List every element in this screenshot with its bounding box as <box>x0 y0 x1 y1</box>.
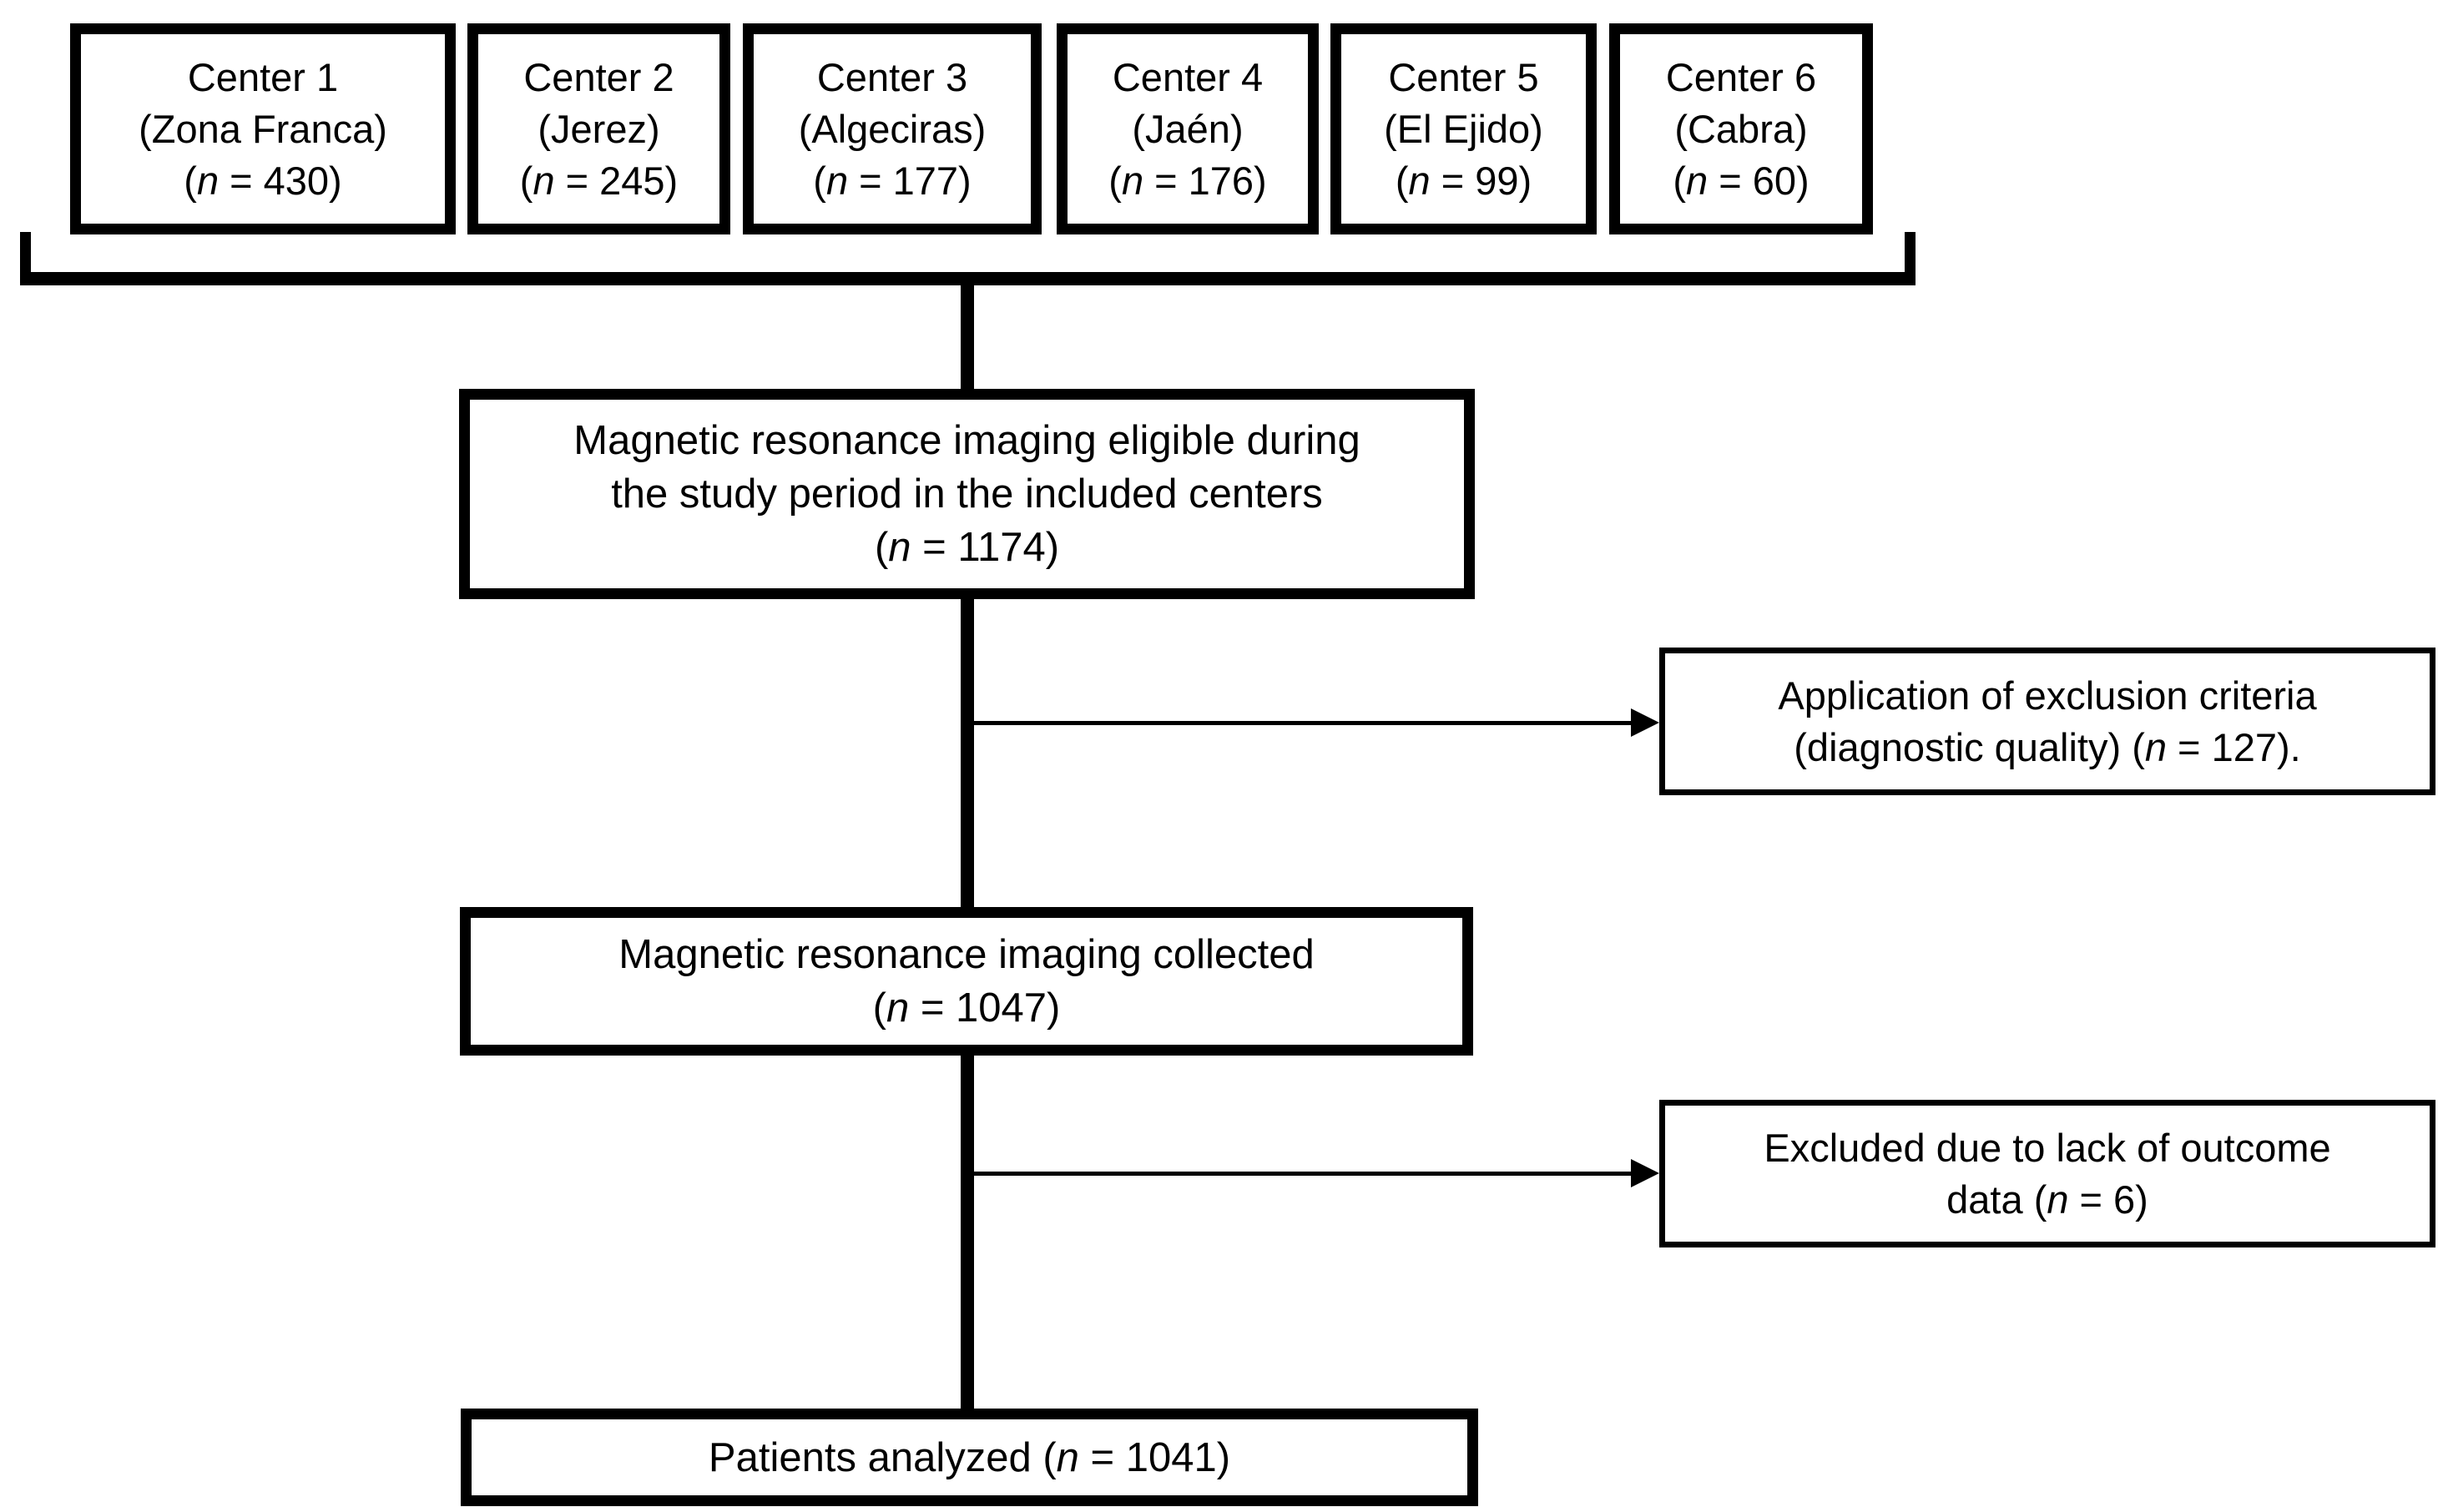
n-suffix: = 99) <box>1430 158 1532 203</box>
spine-segment-2 <box>961 596 974 909</box>
collected-line-1: Magnetic resonance imaging collected <box>618 932 1315 977</box>
n-italic: n <box>1056 1434 1079 1480</box>
spine-segment-3 <box>961 1051 974 1410</box>
n-italic: n <box>196 158 220 203</box>
analyzed-box: Patients analyzed (n = 1041) <box>461 1409 1478 1506</box>
center-2-title: Center 2 <box>523 54 674 99</box>
center-4-title: Center 4 <box>1112 54 1264 99</box>
n-italic: n <box>2047 1177 2069 1222</box>
center-4-location: (Jaén) <box>1132 106 1244 151</box>
arrow-line-to-exclusion-2 <box>974 1172 1633 1176</box>
center-4-n: (n = 176) <box>1108 155 1266 207</box>
n-prefix: ( <box>874 525 889 570</box>
eligible-box: Magnetic resonance imaging eligible duri… <box>459 389 1475 599</box>
center-1-n: (n = 430) <box>184 155 341 207</box>
exclusion-2-line-1: Excluded due to lack of outcome <box>1764 1125 2331 1170</box>
n-suffix: = 1174) <box>911 525 1060 570</box>
line2-prefix: data ( <box>1946 1177 2047 1222</box>
arrowhead-exclusion-1 <box>1631 708 1659 737</box>
center-3-box: Center 3 (Algeciras) (n = 177) <box>743 23 1042 234</box>
center-6-n: (n = 60) <box>1673 155 1809 207</box>
center-3-title: Center 3 <box>816 54 968 99</box>
n-prefix: ( <box>872 985 886 1031</box>
center-4-box: Center 4 (Jaén) (n = 176) <box>1057 23 1319 234</box>
n-italic: n <box>533 158 555 203</box>
n-suffix: = 177) <box>848 158 972 203</box>
bracket-left-upturn <box>20 232 31 285</box>
n-prefix: ( <box>184 158 197 203</box>
n-italic: n <box>886 985 910 1031</box>
n-suffix: = 60) <box>1708 158 1810 203</box>
center-6-location: (Cabra) <box>1674 106 1808 151</box>
n-italic: n <box>2144 724 2167 769</box>
exclusion-1-line-2: (diagnostic quality) (n = 127). <box>1794 722 2300 774</box>
n-suffix: = 245) <box>554 158 679 203</box>
collected-n: (n = 1047) <box>873 981 1061 1035</box>
eligible-line-1: Magnetic resonance imaging eligible duri… <box>573 418 1360 463</box>
eligible-line-2: the study period in the included centers <box>611 471 1323 517</box>
center-1-title: Center 1 <box>187 54 339 99</box>
n-prefix: ( <box>1395 158 1409 203</box>
bracket-right-upturn <box>1905 232 1916 285</box>
n-italic: n <box>1408 158 1431 203</box>
bracket-horizontal-line <box>20 272 1916 285</box>
exclusion-2-line-2: data (n = 6) <box>1946 1174 2148 1226</box>
center-1-location: (Zona Franca) <box>139 106 387 151</box>
n-prefix: ( <box>813 158 826 203</box>
n-suffix: = 176) <box>1143 158 1267 203</box>
center-1-box: Center 1 (Zona Franca) (n = 430) <box>70 23 456 234</box>
center-2-box: Center 2 (Jerez) (n = 245) <box>467 23 730 234</box>
line2-prefix: (diagnostic quality) ( <box>1794 724 2145 769</box>
center-5-title: Center 5 <box>1388 54 1539 99</box>
center-2-location: (Jerez) <box>538 106 660 151</box>
center-5-location: (El Ejido) <box>1384 106 1543 151</box>
collected-box: Magnetic resonance imaging collected (n … <box>460 907 1473 1056</box>
n-italic: n <box>888 525 911 570</box>
n-prefix: ( <box>1673 158 1686 203</box>
exclusion-2-box: Excluded due to lack of outcome data (n … <box>1659 1100 2435 1247</box>
n-italic: n <box>1686 158 1709 203</box>
line2-suffix: = 127). <box>2167 724 2301 769</box>
analyzed-line: Patients analyzed (n = 1041) <box>709 1431 1230 1484</box>
exclusion-1-box: Application of exclusion criteria (diagn… <box>1659 648 2435 795</box>
center-3-location: (Algeciras) <box>798 106 987 151</box>
center-6-title: Center 6 <box>1665 54 1817 99</box>
n-italic: n <box>825 158 849 203</box>
center-6-box: Center 6 (Cabra) (n = 60) <box>1609 23 1873 234</box>
n-italic: n <box>1121 158 1144 203</box>
center-2-n: (n = 245) <box>520 155 678 207</box>
analyzed-suffix: = 1041) <box>1078 1434 1231 1480</box>
spine-segment-1 <box>961 284 974 391</box>
arrow-line-to-exclusion-1 <box>974 721 1633 725</box>
n-suffix: = 430) <box>219 158 342 203</box>
n-suffix: = 1047) <box>909 985 1061 1031</box>
center-5-box: Center 5 (El Ejido) (n = 99) <box>1330 23 1597 234</box>
exclusion-1-line-1: Application of exclusion criteria <box>1778 673 2317 718</box>
center-3-n: (n = 177) <box>813 155 971 207</box>
center-5-n: (n = 99) <box>1396 155 1532 207</box>
analyzed-prefix: Patients analyzed ( <box>708 1434 1057 1480</box>
eligible-n: (n = 1174) <box>875 521 1059 574</box>
arrowhead-exclusion-2 <box>1631 1159 1659 1187</box>
line2-suffix: = 6) <box>2068 1177 2148 1222</box>
n-prefix: ( <box>1108 158 1122 203</box>
n-prefix: ( <box>519 158 533 203</box>
